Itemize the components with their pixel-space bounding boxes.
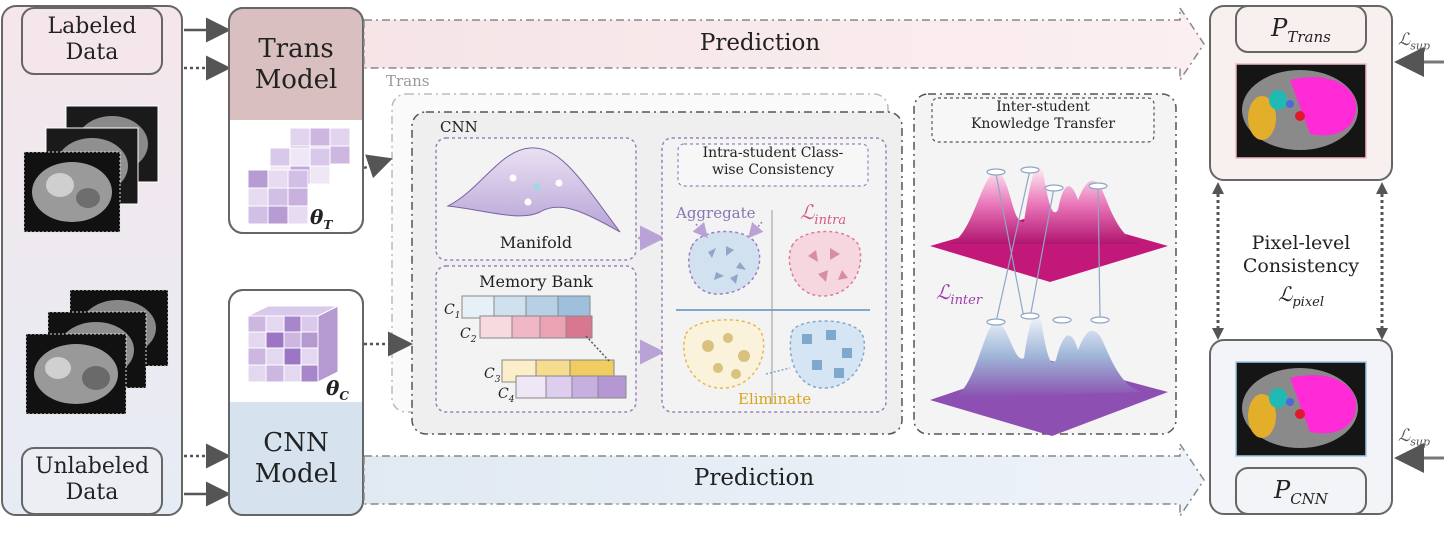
memory-row-c3: C3 (484, 366, 501, 385)
prediction-top-arrow (363, 5, 1205, 83)
inter-bottom-peaks (950, 314, 1142, 398)
intra-title-box (677, 143, 869, 187)
prediction-top-label: Prediction (699, 30, 821, 56)
intra-loss-label: ℒintra (800, 200, 847, 228)
p-cnn-label-box (1235, 467, 1367, 515)
cnn-param-cube (247, 305, 339, 383)
cnn-model-title: CNN Model (254, 428, 338, 490)
inter-title: Inter-student Knowledge Transfer (970, 99, 1116, 132)
aggregate-label: Aggregate (676, 204, 756, 222)
trans-param-label: θT (310, 205, 333, 232)
memory-bank-title: Memory Bank (479, 272, 593, 291)
labeled-data-box (21, 7, 163, 75)
unlabeled-data-label: Unlabeled Data (34, 454, 150, 506)
cnn-param-label: θC (326, 376, 349, 403)
trans-model-title: Trans Model (254, 34, 338, 96)
prediction-bottom-arrow (363, 441, 1205, 519)
p-trans-seg-image (1235, 63, 1367, 159)
unlabeled-ct-stack (25, 289, 169, 415)
inter-title-box (931, 97, 1155, 143)
p-trans-label: PTrans (1271, 14, 1331, 46)
intra-pink-blob (788, 230, 862, 297)
pixel-loss-label: ℒpixel (1277, 282, 1325, 310)
data-panel (1, 5, 183, 516)
p-cnn-label: PCNN (1274, 476, 1328, 508)
labeled-data-label: Labeled Data (47, 14, 137, 66)
inter-loss-label: ℒinter (936, 280, 983, 308)
p-cnn-seg-image (1235, 361, 1367, 457)
labeled-ct-stack (23, 105, 159, 233)
trans-param-grid (247, 127, 351, 225)
intra-gold-blob (683, 319, 765, 389)
pixel-consistency-title: Pixel-level Consistency (1242, 232, 1360, 277)
unlabeled-data-box (21, 447, 163, 515)
intra-title: Intra-student Class- wise Consistency (702, 145, 844, 178)
prediction-bottom-label: Prediction (693, 465, 815, 491)
eliminate-label: Eliminate (738, 390, 812, 408)
memory-row-c4: C4 (498, 386, 515, 405)
sup-bottom-label: ℒsup (1398, 426, 1431, 449)
memory-bank-rows (461, 295, 627, 399)
aggregate-blob (688, 230, 761, 295)
p-trans-label-box (1235, 5, 1367, 53)
manifold-label: Manifold (499, 233, 573, 252)
sup-top-label: ℒsup (1398, 30, 1431, 53)
memory-row-c1: C1 (444, 302, 461, 321)
cnn-region-label: CNN (440, 118, 478, 136)
trans-region-label: Trans (386, 72, 430, 90)
trans-to-region-arrow (363, 154, 393, 179)
manifold-surface (446, 147, 621, 233)
memory-row-c2: C2 (460, 326, 477, 345)
